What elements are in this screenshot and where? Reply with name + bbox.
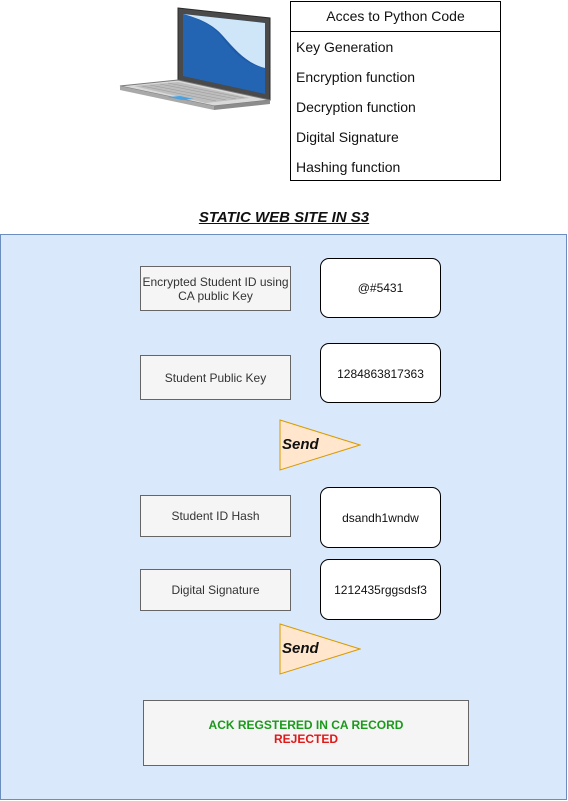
send-label: Send	[282, 640, 319, 657]
field-label-id-hash: Student ID Hash	[140, 495, 291, 537]
list-item-key-generation: Key Generation	[296, 39, 394, 55]
send-arrow-icon	[279, 623, 361, 675]
list-item-digital-signature: Digital Signature	[296, 129, 399, 145]
site-title: STATIC WEB SITE IN S3	[198, 209, 370, 226]
list-item-encryption: Encryption function	[296, 69, 416, 85]
field-label-encrypted-id: Encrypted Student ID using CA public Key	[140, 266, 291, 311]
list-item-hashing: Hashing function	[296, 159, 401, 175]
field-label-digital-signature: Digital Signature	[140, 569, 291, 611]
code-access-header: Acces to Python Code	[291, 2, 500, 32]
list-item-decryption: Decryption function	[296, 99, 416, 115]
code-access-list: Acces to Python Code Key Generation Encr…	[290, 1, 501, 181]
send-button[interactable]: Send	[279, 419, 361, 471]
ack-status-text: ACK REGSTERED IN CA RECORD	[208, 718, 404, 732]
send-button[interactable]: Send	[279, 623, 361, 675]
field-value-id-hash[interactable]: dsandh1wndw	[320, 487, 441, 548]
field-value-encrypted-id[interactable]: @#5431	[320, 258, 441, 318]
field-value-public-key[interactable]: 1284863817363	[320, 343, 441, 403]
registration-status-box: ACK REGSTERED IN CA RECORD REJECTED	[143, 700, 469, 766]
send-arrow-icon	[279, 419, 361, 471]
rejected-status-text: REJECTED	[273, 732, 338, 746]
field-value-digital-signature[interactable]: 1212435rggsdsf3	[320, 559, 441, 620]
send-label: Send	[282, 436, 319, 453]
field-label-public-key: Student Public Key	[140, 355, 291, 400]
laptop-icon	[118, 6, 274, 110]
